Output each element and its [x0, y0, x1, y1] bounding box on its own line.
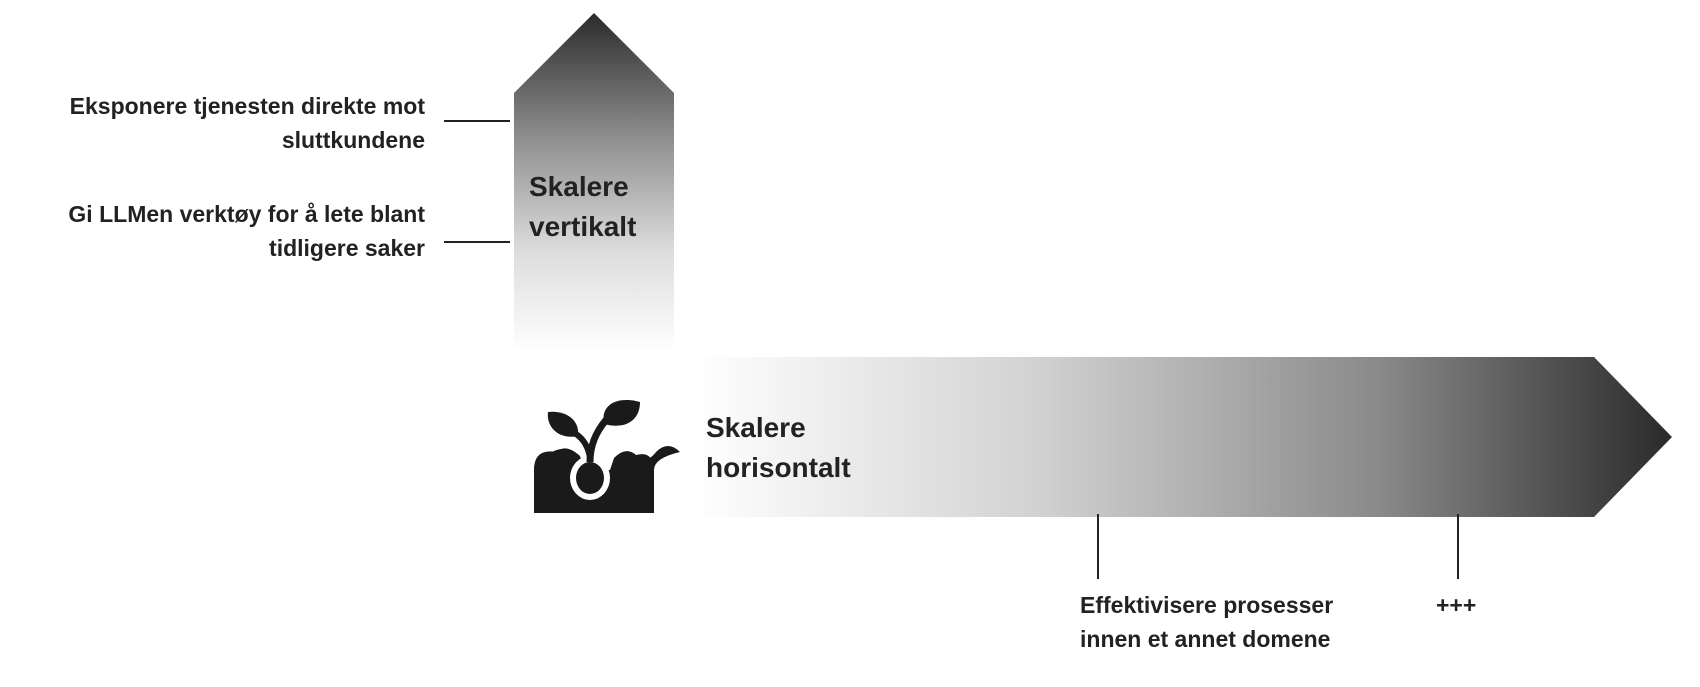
horizontal-arrow-title-line1: Skalere	[706, 412, 806, 443]
horizontal-item-1-line1: Effektivisere prosesser	[1080, 592, 1334, 618]
vertical-item-1: Eksponere tjenesten direkte mot sluttkun…	[5, 89, 425, 157]
vertical-item-1-line2: sluttkundene	[281, 127, 425, 153]
horizontal-item-2: +++	[1436, 588, 1476, 622]
vertical-arrow	[514, 13, 674, 352]
vertical-item-2: Gi LLMen verktøy for å lete blant tidlig…	[5, 197, 425, 265]
vertical-item-1-line1: Eksponere tjenesten direkte mot	[69, 93, 425, 119]
horizontal-item-2-line1: +++	[1436, 592, 1477, 618]
vertical-arrow-title: Skalere vertikalt	[529, 167, 636, 247]
vertical-item-2-line1: Gi LLMen verktøy for å lete blant	[68, 201, 425, 227]
seedling-in-soil-icon	[534, 400, 680, 513]
vertical-arrow-title-line2: vertikalt	[529, 211, 637, 242]
horizontal-arrow	[694, 357, 1672, 517]
horizontal-item-1: Effektivisere prosesser innen et annet d…	[1080, 588, 1333, 656]
horizontal-arrow-title: Skalere horisontalt	[706, 408, 851, 488]
vertical-arrow-title-line1: Skalere	[529, 171, 629, 202]
vertical-item-2-line2: tidligere saker	[269, 235, 425, 261]
horizontal-arrow-title-line2: horisontalt	[706, 452, 851, 483]
horizontal-item-1-line2: innen et annet domene	[1080, 626, 1331, 652]
